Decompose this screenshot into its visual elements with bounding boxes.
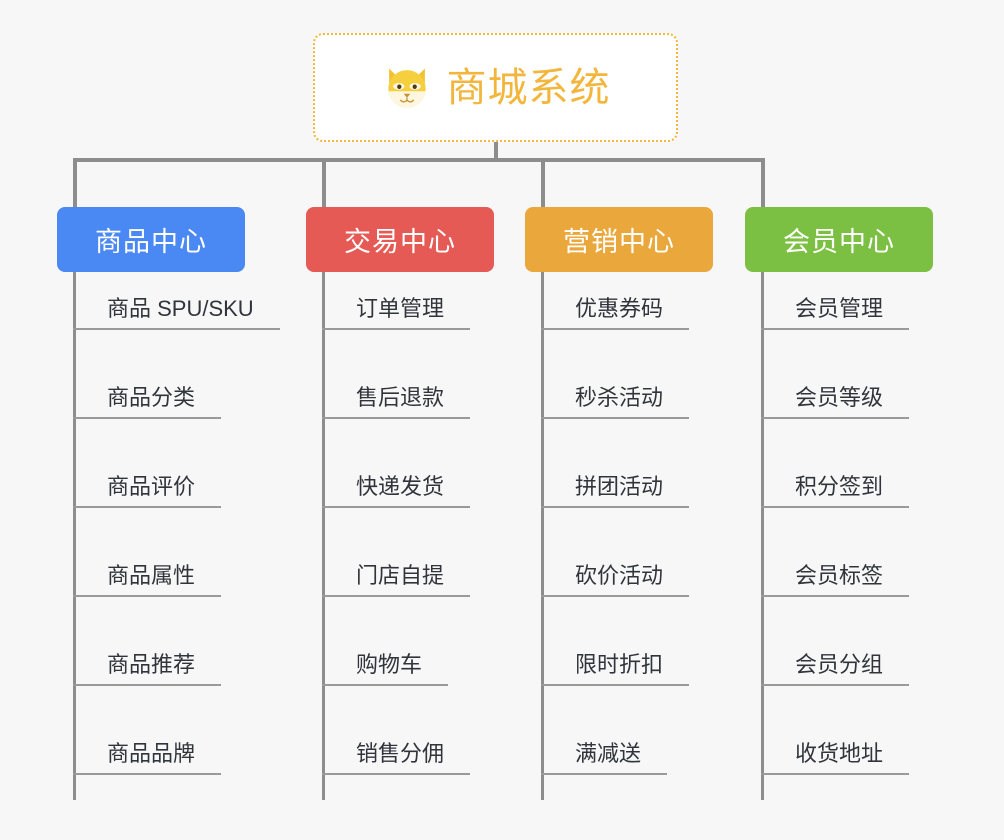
list-item-label: 购物车	[356, 652, 423, 677]
root-title: 商城系统	[446, 65, 611, 110]
list-item-label: 会员管理	[795, 296, 884, 321]
list-item-label: 快递发货	[356, 474, 445, 499]
list-item-label: 拼团活动	[575, 474, 664, 499]
list-item[interactable]: 砍价活动	[541, 561, 690, 597]
root-node[interactable]: 商城系统	[313, 33, 678, 142]
column-trunk	[761, 272, 764, 800]
list-item[interactable]: 购物车	[322, 650, 449, 686]
list-item-label: 售后退款	[356, 385, 445, 410]
list-item[interactable]: 收货地址	[761, 739, 910, 775]
connector-bus	[73, 158, 765, 162]
list-item-label: 砍价活动	[575, 563, 664, 588]
list-item-label: 销售分佣	[356, 741, 445, 766]
list-item-label: 商品属性	[107, 563, 196, 588]
category-header-label: 营销中心	[563, 227, 675, 257]
list-item-label: 优惠券码	[575, 296, 664, 321]
list-item[interactable]: 会员分组	[761, 650, 910, 686]
list-item[interactable]: 会员标签	[761, 561, 910, 597]
list-item[interactable]: 商品评价	[73, 472, 222, 508]
list-item[interactable]: 商品品牌	[73, 739, 222, 775]
list-item[interactable]: 会员管理	[761, 294, 910, 330]
list-item[interactable]: 积分签到	[761, 472, 910, 508]
category-header-product[interactable]: 商品中心	[57, 207, 245, 272]
category-column-trade: 交易中心 订单管理 售后退款 快递发货 门店自提 购物车 销售分佣	[306, 207, 494, 800]
list-item[interactable]: 拼团活动	[541, 472, 690, 508]
list-item-label: 限时折扣	[575, 652, 664, 677]
category-body-trade: 订单管理 售后退款 快递发货 门店自提 购物车 销售分佣	[322, 272, 494, 800]
category-body-marketing: 优惠券码 秒杀活动 拼团活动 砍价活动 限时折扣 满减送	[541, 272, 713, 800]
list-item-label: 秒杀活动	[575, 385, 664, 410]
connector-drop-3	[541, 158, 545, 208]
connector-drop-4	[761, 158, 765, 208]
connector-drop-2	[322, 158, 326, 208]
list-item-label: 满减送	[575, 741, 642, 766]
list-item-label: 商品 SPU/SKU	[107, 296, 254, 321]
column-trunk	[541, 272, 544, 800]
category-body-member: 会员管理 会员等级 积分签到 会员标签 会员分组 收货地址	[761, 272, 933, 800]
list-item[interactable]: 秒杀活动	[541, 383, 690, 419]
connector-drop-1	[73, 158, 77, 208]
list-item-label: 会员标签	[795, 563, 884, 588]
list-item[interactable]: 订单管理	[322, 294, 471, 330]
list-item[interactable]: 满减送	[541, 739, 668, 775]
list-item-label: 商品分类	[107, 385, 196, 410]
list-item[interactable]: 商品属性	[73, 561, 222, 597]
list-item-label: 商品推荐	[107, 652, 196, 677]
category-header-label: 会员中心	[783, 227, 895, 257]
category-header-label: 商品中心	[95, 227, 207, 257]
connector-root-stub	[494, 142, 498, 162]
list-item-label: 门店自提	[356, 563, 445, 588]
list-item[interactable]: 商品 SPU/SKU	[73, 294, 280, 330]
list-item[interactable]: 销售分佣	[322, 739, 471, 775]
list-item-label: 收货地址	[795, 741, 884, 766]
category-column-product: 商品中心 商品 SPU/SKU 商品分类 商品评价 商品属性 商品推荐 商品品牌	[57, 207, 280, 800]
category-column-member: 会员中心 会员管理 会员等级 积分签到 会员标签 会员分组 收货地址	[745, 207, 933, 800]
list-item[interactable]: 门店自提	[322, 561, 471, 597]
list-item[interactable]: 会员等级	[761, 383, 910, 419]
list-item-label: 会员分组	[795, 652, 884, 677]
category-header-label: 交易中心	[344, 227, 456, 257]
category-header-marketing[interactable]: 营销中心	[525, 207, 713, 272]
list-item-label: 积分签到	[795, 474, 884, 499]
column-trunk	[322, 272, 325, 800]
category-header-trade[interactable]: 交易中心	[306, 207, 494, 272]
list-item[interactable]: 售后退款	[322, 383, 471, 419]
category-header-member[interactable]: 会员中心	[745, 207, 933, 272]
list-item[interactable]: 限时折扣	[541, 650, 690, 686]
dog-face-icon	[381, 62, 433, 114]
list-item[interactable]: 优惠券码	[541, 294, 690, 330]
list-item[interactable]: 商品分类	[73, 383, 222, 419]
column-trunk	[73, 272, 76, 800]
category-column-marketing: 营销中心 优惠券码 秒杀活动 拼团活动 砍价活动 限时折扣 满减送	[525, 207, 713, 800]
list-item-label: 商品品牌	[107, 741, 196, 766]
list-item-label: 商品评价	[107, 474, 196, 499]
list-item-label: 会员等级	[795, 385, 884, 410]
list-item[interactable]: 快递发货	[322, 472, 471, 508]
category-body-product: 商品 SPU/SKU 商品分类 商品评价 商品属性 商品推荐 商品品牌	[73, 272, 280, 800]
list-item-label: 订单管理	[356, 296, 445, 321]
list-item[interactable]: 商品推荐	[73, 650, 222, 686]
